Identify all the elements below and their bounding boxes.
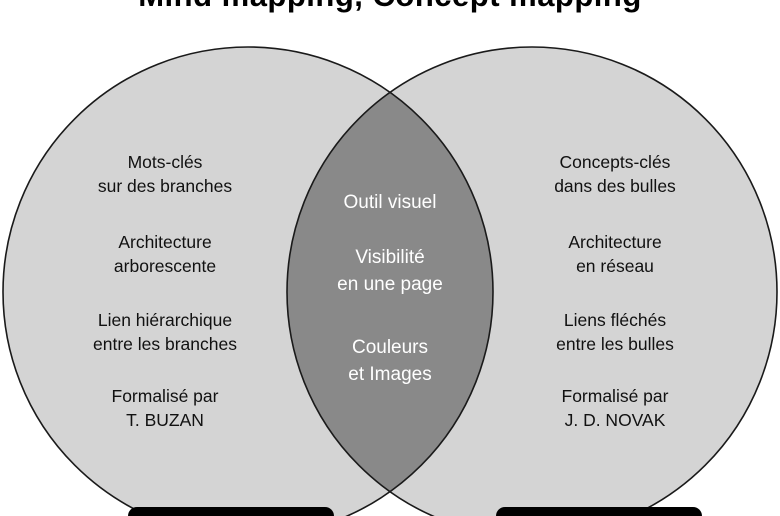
right-circle-outline	[286, 46, 778, 516]
center-item-visual-tool-line1: Outil visuel	[343, 192, 437, 213]
center-item-visibility-line2: en une page	[337, 273, 443, 295]
center-item-visibility: Visibilité en une page	[300, 245, 480, 299]
left-item-author: Formalisé par T. BUZAN	[55, 384, 275, 432]
right-label-bar	[496, 507, 702, 516]
center-item-colors-images: Couleurs et Images	[300, 335, 480, 389]
left-item-links-line1: Lien hiérarchique	[97, 310, 233, 330]
left-item-architecture-line2: arborescente	[113, 256, 217, 277]
center-item-colors-images-line2: et Images	[348, 363, 432, 385]
right-item-architecture-line1: Architecture	[568, 232, 662, 252]
right-item-concepts-line1: Concepts-clés	[559, 152, 671, 172]
left-label-bar	[128, 507, 334, 516]
diagram-title: Mind mapping, Concept mapping	[0, 0, 780, 14]
left-item-author-line2: T. BUZAN	[126, 410, 204, 431]
center-item-visual-tool: Outil visuel	[300, 190, 480, 217]
right-item-links: Liens fléchés entre les bulles	[505, 308, 725, 356]
right-item-concepts-line2: dans des bulles	[554, 176, 676, 197]
right-item-author-line2: J. D. NOVAK	[564, 410, 666, 431]
left-circle-outline	[2, 46, 494, 516]
left-item-links: Lien hiérarchique entre les branches	[55, 308, 275, 356]
left-item-architecture: Architecture arborescente	[55, 230, 275, 278]
right-item-links-line1: Liens fléchés	[563, 310, 667, 330]
center-item-visibility-line1: Visibilité	[355, 247, 425, 268]
right-item-architecture: Architecture en réseau	[505, 230, 725, 278]
right-item-links-line2: entre les bulles	[556, 334, 674, 355]
right-item-author: Formalisé par J. D. NOVAK	[505, 384, 725, 432]
right-item-concepts: Concepts-clés dans des bulles	[505, 150, 725, 198]
left-item-keywords-line1: Mots-clés	[127, 152, 203, 172]
center-item-colors-images-line1: Couleurs	[351, 337, 429, 358]
right-item-author-line1: Formalisé par	[561, 386, 669, 406]
right-item-architecture-line2: en réseau	[576, 256, 654, 277]
left-item-links-line2: entre les branches	[93, 334, 237, 355]
left-item-keywords-line2: sur des branches	[97, 176, 233, 197]
left-item-author-line1: Formalisé par	[111, 386, 219, 406]
left-item-architecture-line1: Architecture	[118, 232, 212, 252]
left-item-keywords: Mots-clés sur des branches	[55, 150, 275, 198]
intersection-shape	[287, 47, 493, 516]
